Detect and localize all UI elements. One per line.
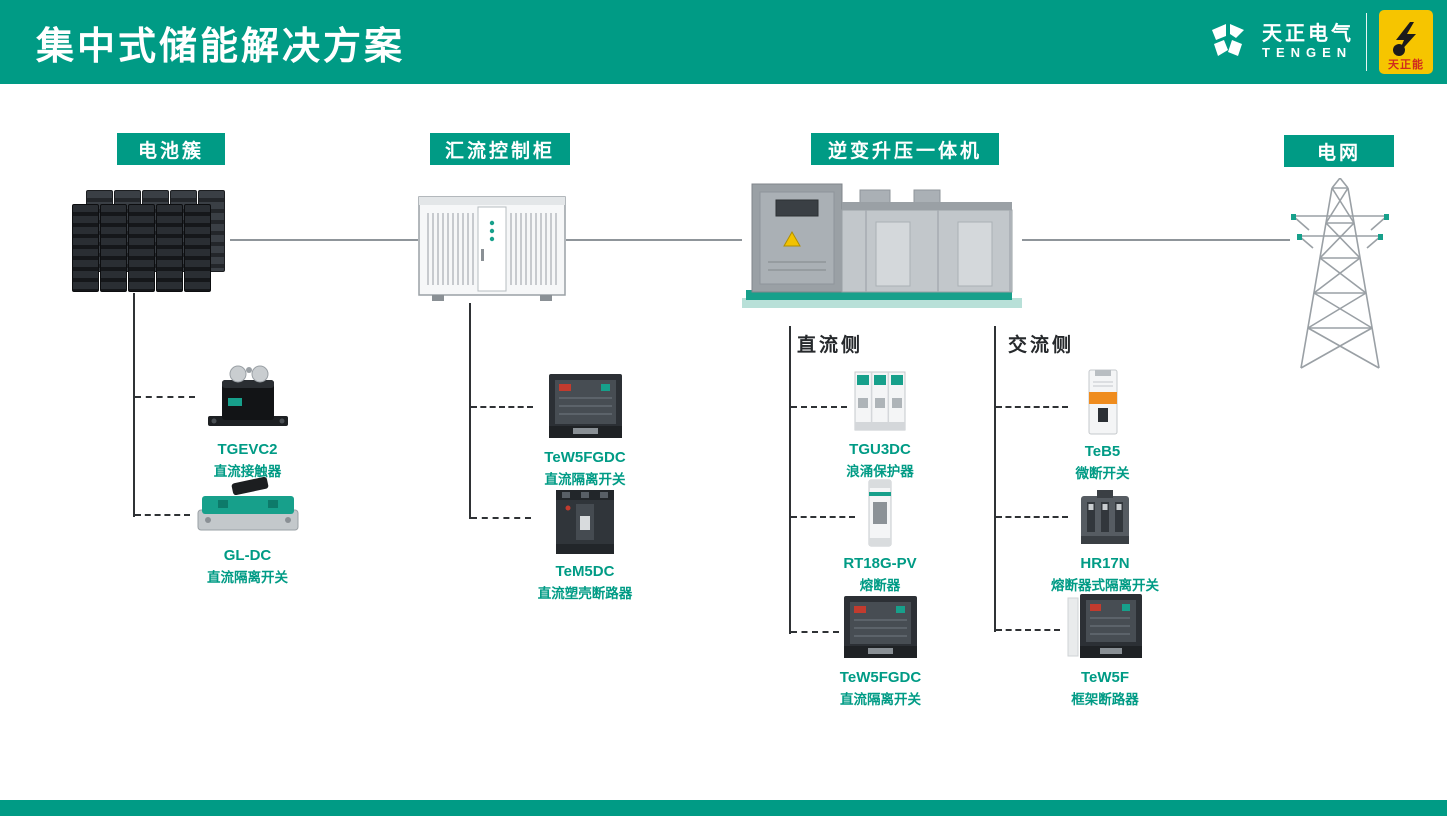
brand-name-cn: 天正电气	[1262, 23, 1354, 46]
connector-inverter-grid	[1022, 239, 1290, 241]
brand-logo: 天正电气 TENGEN 天正能	[1206, 0, 1433, 84]
product-name: TeM5DC	[555, 563, 615, 580]
connector-combiner-inverter	[566, 239, 742, 241]
product-tew5f: TeW5F 框架断路器	[1040, 588, 1170, 708]
surge-protector-image	[854, 371, 906, 431]
product-name: TGU3DC	[849, 441, 911, 458]
product-desc: 直流塑壳断路器	[537, 586, 633, 601]
branch-tem5dc	[471, 517, 531, 519]
brand-divider	[1366, 13, 1367, 71]
mini-breaker-image	[1088, 369, 1117, 435]
battery-rack	[100, 204, 127, 292]
product-tem5dc: TeM5DC 直流塑壳断路器	[520, 486, 650, 602]
connector-battery-combiner	[230, 239, 418, 241]
fuse-holder-image	[868, 479, 892, 547]
node-label-battery-cluster: 电池簇	[117, 133, 225, 165]
product-desc: 微断开关	[1075, 466, 1130, 481]
product-desc: 直流接触器	[213, 464, 282, 479]
product-tew5fgdc-1: TeW5FGDC 直流隔离开关	[520, 364, 650, 488]
product-tew5fgdc-2: TeW5FGDC 直流隔离开关	[818, 590, 943, 708]
product-desc: 直流隔离开关	[207, 570, 288, 585]
product-hr17n: HR17N 熔断器式隔离开关	[1045, 484, 1165, 594]
node-label-inverter-station: 逆变升压一体机	[811, 133, 999, 165]
product-tgevc2: TGEVC2 直流接触器	[185, 356, 310, 480]
brand-name-en: TENGEN	[1262, 45, 1353, 61]
power-tower-image	[1291, 178, 1389, 369]
product-name: TeW5FGDC	[544, 449, 626, 466]
battery-cluster-image	[70, 190, 235, 295]
branch-teb5	[996, 406, 1068, 408]
badge-label: 天正能	[1388, 59, 1424, 71]
dropline-combiner	[469, 303, 471, 519]
battery-rack	[184, 204, 211, 292]
branch-rt18gpv	[791, 516, 855, 518]
product-desc: 熔断器式隔离开关	[1051, 578, 1159, 593]
frame-breaker-image	[1067, 594, 1142, 658]
page-title: 集中式储能解决方案	[36, 25, 406, 68]
product-desc: 框架断路器	[1071, 692, 1139, 707]
product-gldc: GL-DC 直流隔离开关	[185, 474, 310, 586]
fist-lightning-icon	[1393, 22, 1416, 56]
header-bar: 集中式储能解决方案 天正电气 TENGEN 天正能	[0, 0, 1447, 84]
dropline-ac-side	[994, 326, 996, 632]
product-name: TeW5FGDC	[839, 669, 922, 686]
branch-tgu3dc	[791, 406, 847, 408]
product-name: TeB5	[1084, 443, 1121, 460]
product-name: TGEVC2	[217, 441, 278, 458]
brand-text: 天正电气 TENGEN	[1262, 23, 1354, 61]
branch-gldc	[135, 514, 190, 516]
energy-badge: 天正能	[1379, 10, 1433, 74]
branch-tgevc2	[135, 396, 195, 398]
dropline-battery	[133, 293, 135, 517]
footer-bar	[0, 800, 1447, 816]
frame-breaker-image	[844, 596, 917, 658]
product-rt18gpv: RT18G-PV 熔断器	[825, 474, 935, 594]
ac-side-label: 交流侧	[1008, 335, 1075, 356]
dc-isolator-image	[197, 476, 298, 531]
battery-rack	[128, 204, 155, 292]
battery-rack	[156, 204, 183, 292]
branch-hr17n	[996, 516, 1068, 518]
node-label-combiner-cabinet: 汇流控制柜	[430, 133, 570, 165]
product-desc: 直流隔离开关	[544, 472, 626, 487]
product-name: RT18G-PV	[843, 555, 917, 572]
product-desc: 浪涌保护器	[846, 464, 914, 479]
battery-rack	[72, 204, 99, 292]
branch-tew5f	[996, 629, 1060, 631]
product-teb5: TeB5 微断开关	[1045, 364, 1160, 482]
product-name: TeW5F	[1080, 669, 1130, 686]
product-desc: 熔断器	[859, 578, 901, 593]
tengen-logo-icon	[1212, 24, 1244, 56]
node-label-grid: 电网	[1284, 135, 1394, 167]
dc-contactor-image	[208, 365, 288, 426]
branch-tew5fgdc-2	[791, 631, 839, 633]
frame-breaker-image	[548, 374, 622, 438]
dc-side-label: 直流侧	[797, 335, 864, 356]
combiner-cabinet-image	[418, 196, 566, 301]
product-desc: 直流隔离开关	[840, 692, 921, 707]
fuse-isolator-image	[1081, 490, 1129, 544]
product-tgu3dc: TGU3DC 浪涌保护器	[825, 364, 935, 480]
product-name: HR17N	[1080, 555, 1130, 572]
mccb-image	[556, 490, 614, 554]
product-name: GL-DC	[223, 547, 272, 564]
dropline-dc-side	[789, 326, 791, 634]
branch-tew5fgdc-1	[471, 406, 533, 408]
inverter-station-image	[742, 183, 1022, 308]
